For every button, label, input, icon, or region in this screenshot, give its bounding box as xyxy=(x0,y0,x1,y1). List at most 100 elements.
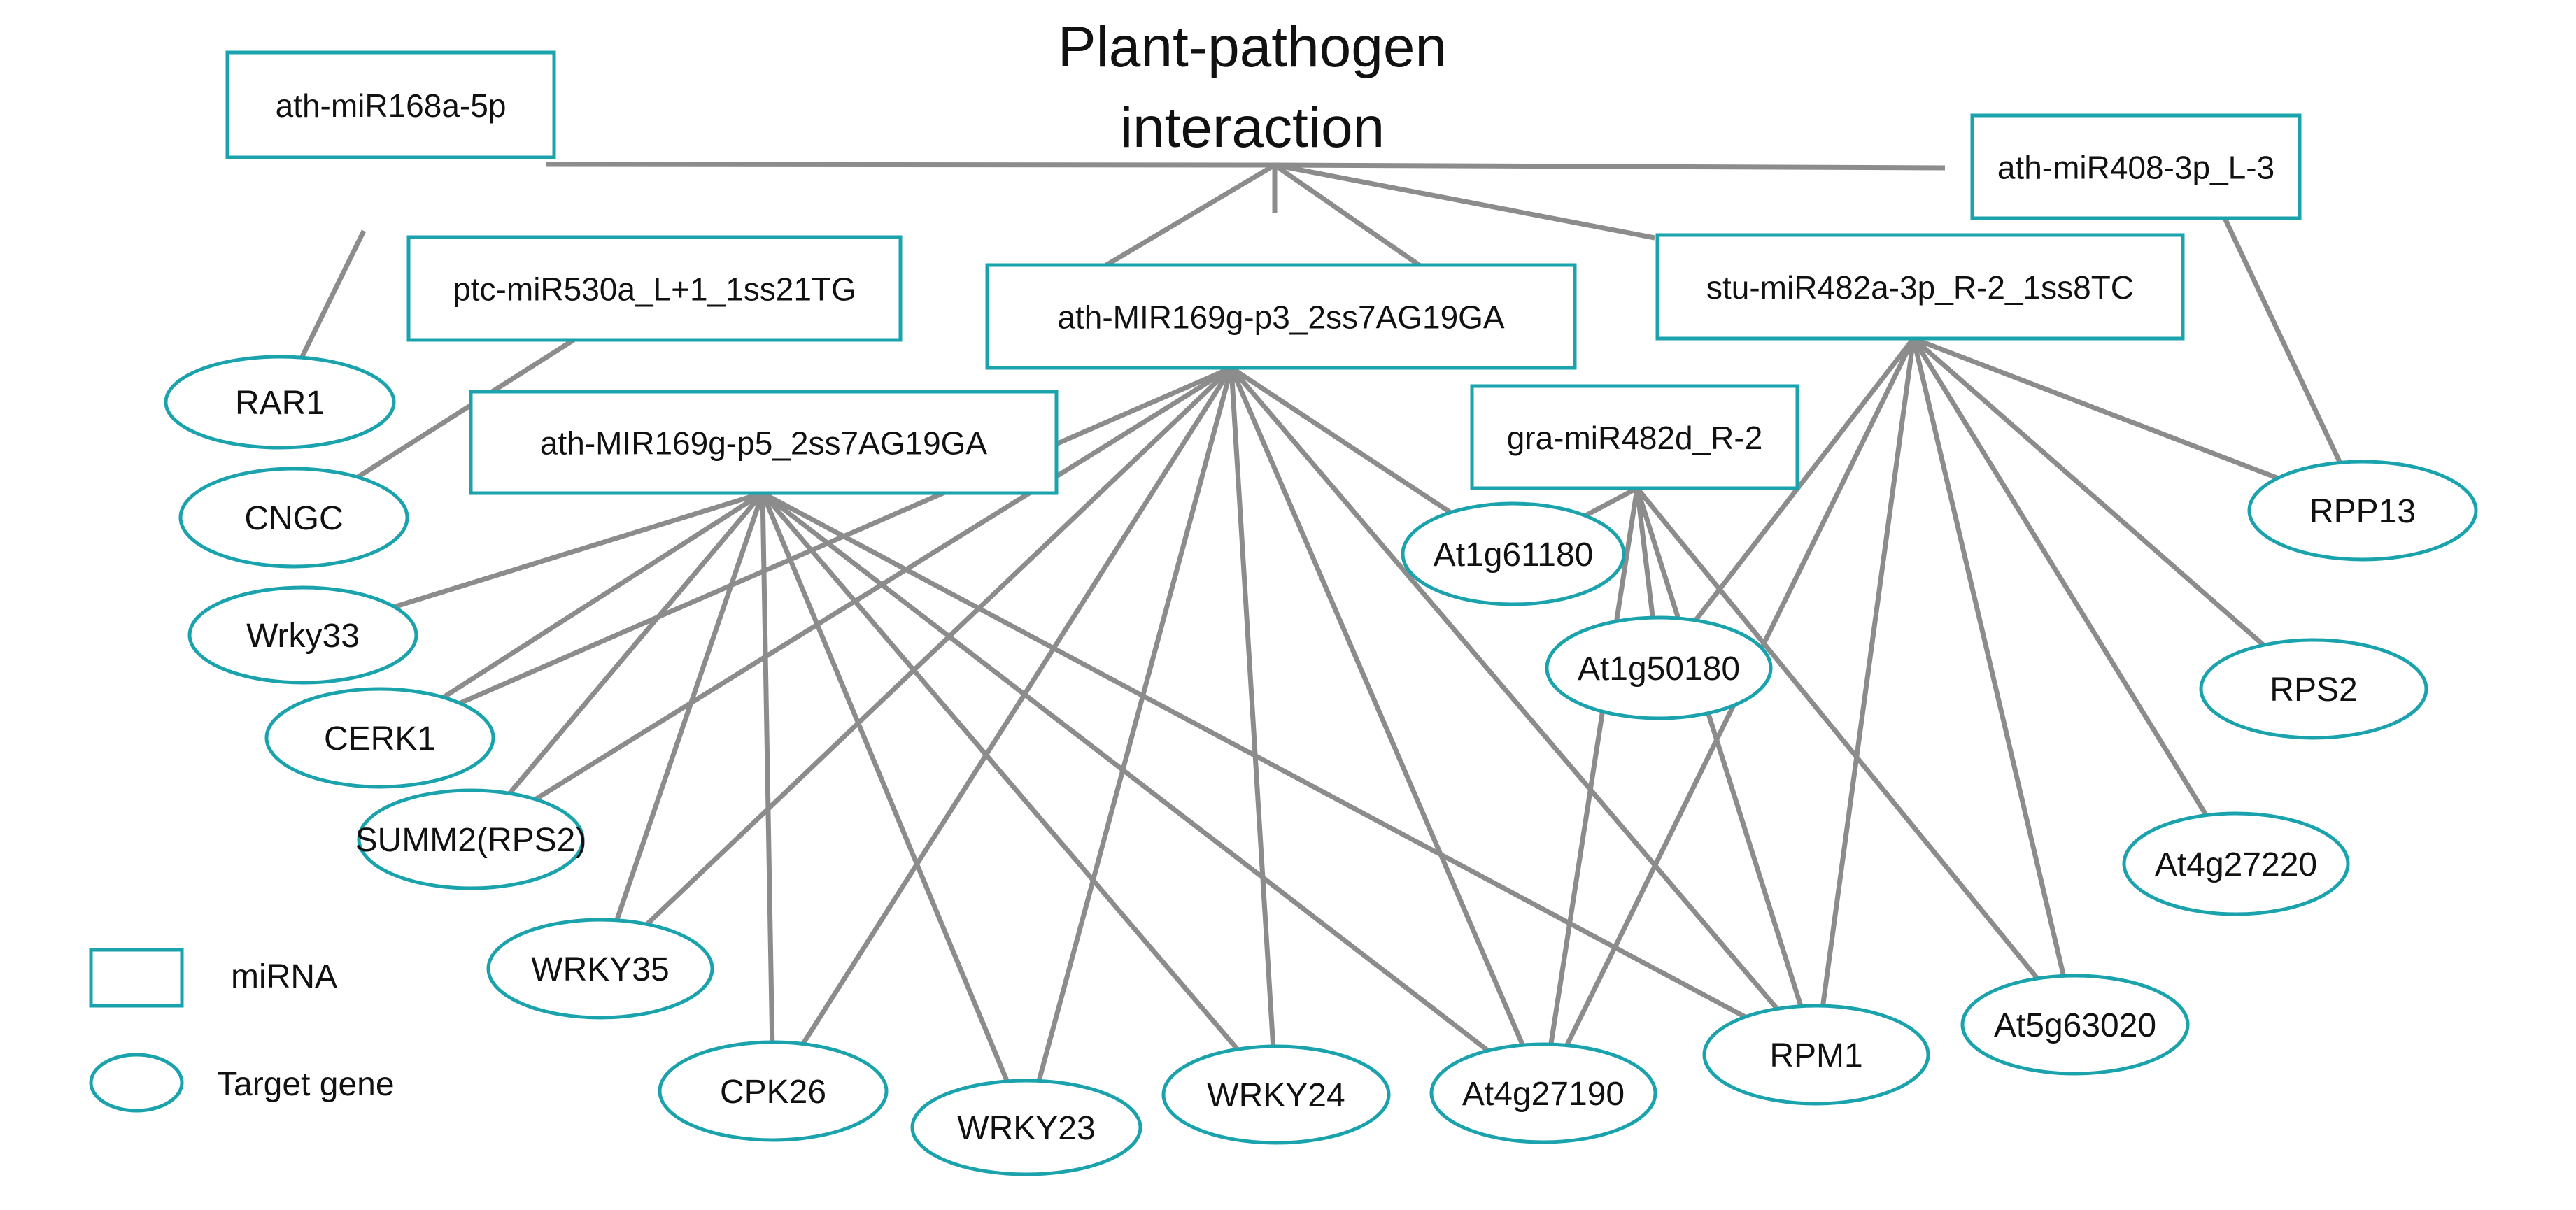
target-gene-node-cngc: CNGC xyxy=(178,467,409,569)
edge-m169p5-RPM1 xyxy=(761,490,1818,1058)
diagram-title-line-1: Plant-pathogen xyxy=(1058,15,1447,79)
diagram-title-line-2: interaction xyxy=(1120,96,1385,159)
node-label: At5g63020 xyxy=(1994,1007,2156,1044)
legend-target-label: Target gene xyxy=(217,1066,395,1103)
edge-m169p5-WRKY24 xyxy=(760,491,1278,1097)
node-shape xyxy=(225,50,556,159)
node-label: WRKY23 xyxy=(957,1110,1095,1147)
node-label: At1g50180 xyxy=(1578,650,1740,688)
node-label: RPP13 xyxy=(2309,493,2416,530)
edge-m169p5-WRKY35 xyxy=(597,492,765,970)
node-layer: ath-miR168a-5pptc-miR530a_L+1_1ss21TGath… xyxy=(164,50,2478,1176)
node-label: ptc-miR530a_L+1_1ss21TG xyxy=(453,271,856,308)
node-label: RPM1 xyxy=(1769,1037,1862,1074)
edge-hub-m482d xyxy=(1273,163,1422,268)
target-gene-node-wrky35: WRKY35 xyxy=(486,918,714,1020)
edge-m482a-RPS2 xyxy=(1911,336,2316,691)
node-label: RPS2 xyxy=(2270,671,2357,709)
edge-m482a-RPM1 xyxy=(1813,338,1916,1055)
edge-hub-m408 xyxy=(1274,162,1946,171)
mirna-node-m530: ptc-miR530a_L+1_1ss21TG xyxy=(406,235,903,342)
edge-layer xyxy=(277,162,2365,1129)
mirna-node-m169p5: ath-MIR169g-p5_2ss7AG19GA xyxy=(469,390,1059,495)
node-shape xyxy=(1470,384,1799,490)
node-label: ath-miR408-3p_L-3 xyxy=(1997,150,2274,186)
edge-m169p3-WRKY24 xyxy=(1229,367,1279,1095)
target-gene-node-at4g27220: At4g27220 xyxy=(2122,811,2350,916)
node-label: stu-miR482a-3p_R-2_1ss8TC xyxy=(1706,269,2134,306)
node-shape xyxy=(486,918,714,1020)
target-gene-node-wrky23: WRKY23 xyxy=(910,1079,1142,1176)
node-shape xyxy=(264,687,495,789)
legend-mirna-swatch xyxy=(89,948,184,1008)
node-shape xyxy=(910,1079,1142,1176)
edge-m169p3-SUMM2 xyxy=(469,366,1233,841)
node-shape xyxy=(1545,615,1773,720)
node-label: RAR1 xyxy=(235,385,325,422)
node-label: CERK1 xyxy=(324,720,436,757)
node-shape xyxy=(406,235,903,342)
node-label: gra-miR482d_R-2 xyxy=(1507,420,1763,456)
node-shape xyxy=(1702,1004,1930,1106)
edge-m169p5-WRKY23 xyxy=(760,492,1029,1129)
node-label: ath-MIR169g-p5_2ss7AG19GA xyxy=(540,425,988,462)
legend-mirna-label: miRNA xyxy=(231,958,337,995)
node-label: CPK26 xyxy=(720,1074,826,1111)
target-gene-node-rpp13: RPP13 xyxy=(2247,460,2478,562)
node-shape xyxy=(1960,974,2190,1076)
edge-m169p3-CERK1 xyxy=(378,365,1233,741)
node-label: CNGC xyxy=(244,500,343,537)
node-shape xyxy=(469,390,1059,495)
node-label: Wrky33 xyxy=(246,618,360,655)
legend: miRNA Target gene xyxy=(89,948,395,1113)
target-gene-node-cerk1: CERK1 xyxy=(264,687,495,789)
target-gene-node-rps2: RPS2 xyxy=(2199,638,2428,740)
node-label: WRKY35 xyxy=(531,951,669,988)
node-shape xyxy=(2247,460,2478,562)
node-shape xyxy=(1970,113,2302,220)
edge-m169p3-CPK26 xyxy=(771,366,1233,1092)
node-shape xyxy=(658,1040,889,1142)
edge-m482a-At4g27220 xyxy=(1911,337,2238,865)
node-label: ath-miR168a-5p xyxy=(276,87,507,124)
target-gene-node-rar1: RAR1 xyxy=(164,355,396,450)
node-shape xyxy=(1161,1044,1391,1145)
edge-m169p5-At4g27190 xyxy=(760,491,1545,1095)
edge-m169p3-RPM1 xyxy=(1229,366,1818,1057)
mirna-node-m482a: stu-miR482a-3p_R-2_1ss8TC xyxy=(1655,233,2185,341)
mirna-node-m168: ath-miR168a-5p xyxy=(225,50,556,159)
node-label: At4g27220 xyxy=(2155,846,2317,883)
node-label: WRKY24 xyxy=(1207,1077,1345,1114)
edge-m169p3-At4g27190 xyxy=(1229,366,1546,1095)
node-label: SUMM2(RPS2) xyxy=(355,822,587,859)
edge-m482a-At1g50180 xyxy=(1657,336,1916,670)
edge-m482a-At4g27190 xyxy=(1541,337,1916,1095)
edge-m482a-At5g63020 xyxy=(1911,338,2078,1025)
target-gene-node-at1g61180: At1g61180 xyxy=(1401,501,1626,606)
edge-m169p5-CPK26 xyxy=(760,492,776,1092)
node-shape xyxy=(1429,1042,1657,1144)
node-shape xyxy=(1655,233,2185,341)
edge-m169p3-WRKY35 xyxy=(598,366,1233,971)
mirna-node-m408: ath-miR408-3p_L-3 xyxy=(1970,113,2302,220)
node-shape xyxy=(1401,501,1626,606)
node-shape xyxy=(2122,811,2350,916)
target-gene-node-rpm1: RPM1 xyxy=(1702,1004,1930,1106)
target-gene-node-at1g50180: At1g50180 xyxy=(1545,615,1773,720)
node-label: At4g27190 xyxy=(1462,1076,1625,1113)
node-label: At1g61180 xyxy=(1434,536,1594,574)
mirna-node-m169p3: ath-MIR169g-p3_2ss7AG19GA xyxy=(985,263,1577,370)
target-gene-node-at5g63020: At5g63020 xyxy=(1960,974,2190,1076)
target-gene-node-wrky33: Wrky33 xyxy=(187,585,418,685)
node-shape xyxy=(164,355,396,450)
node-shape xyxy=(178,467,409,569)
mirna-node-m482d: gra-miR482d_R-2 xyxy=(1470,384,1799,490)
edge-m482d-At4g27190 xyxy=(1541,487,1640,1094)
target-gene-node-summ2: SUMM2(RPS2) xyxy=(355,788,587,890)
edge-m169p3-WRKY23 xyxy=(1024,367,1234,1128)
edge-m482d-RPM1 xyxy=(1634,487,1819,1056)
target-gene-node-at4g27190: At4g27190 xyxy=(1429,1042,1657,1144)
node-shape xyxy=(187,585,418,685)
target-gene-node-cpk26: CPK26 xyxy=(658,1040,889,1142)
legend-target-swatch xyxy=(89,1053,184,1113)
